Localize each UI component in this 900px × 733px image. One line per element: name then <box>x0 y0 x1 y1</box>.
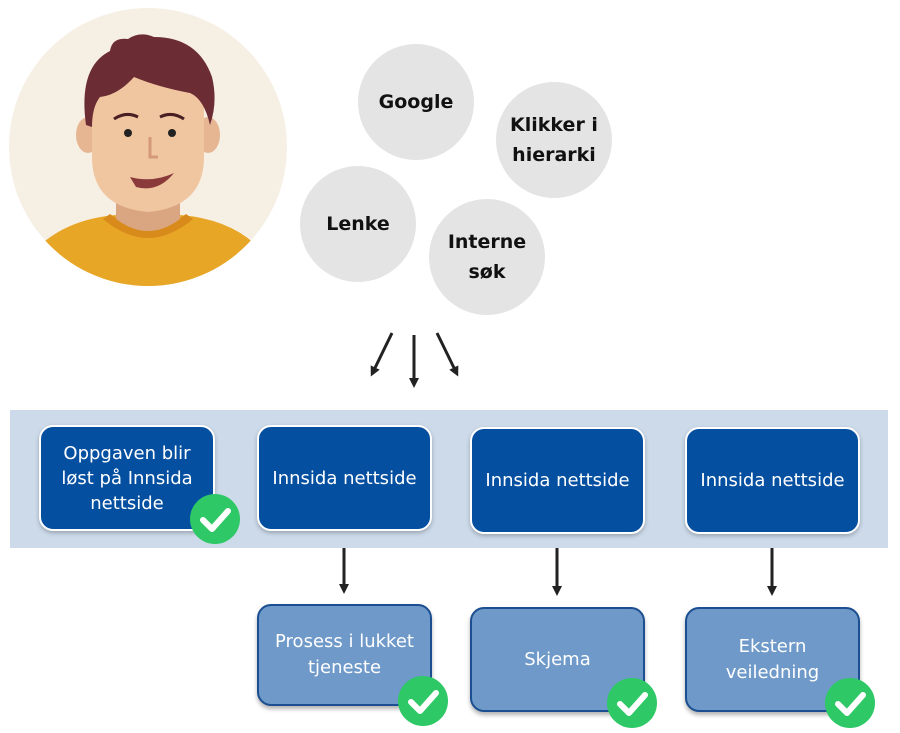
box-prosess-line2: tjeneste <box>307 657 382 678</box>
check-icon <box>190 494 240 544</box>
box-task-solved: Oppgaven blir løst på Innsida nettside <box>39 425 215 531</box>
box-skjema-label: Skjema <box>524 648 591 670</box>
box-innsida-page-1-label: Innsida nettside <box>272 467 417 489</box>
method-interne-label-line2: søk <box>468 261 506 283</box>
method-klikker-i-hierarki: Klikker i hierarki <box>496 82 612 198</box>
box-task-solved-line1: Oppgaven blir <box>63 442 191 464</box>
arrow-down-icon <box>370 332 394 377</box>
method-interne-label-line1: Interne <box>447 231 527 253</box>
method-klikker-label-line2: hierarki <box>512 144 596 166</box>
method-google: Google <box>358 44 474 160</box>
method-google-label: Google <box>378 91 454 113</box>
box-task-solved-line3: nettside <box>90 492 164 514</box>
check-icon <box>398 676 448 726</box>
box-innsida-page-2-label: Innsida nettside <box>485 470 630 491</box>
box-prosess-line1: Prosess i lukket <box>275 631 414 652</box>
method-klikker-label-line1: Klikker i <box>510 114 598 136</box>
box-ekstern-line1: Ekstern <box>738 635 807 657</box>
box-innsida-page-2: Innsida nettside <box>470 427 645 534</box>
box-ekstern-line2: veiledning <box>725 661 820 683</box>
method-lenke: Lenke <box>300 166 416 282</box>
check-icon <box>607 678 657 728</box>
check-icon <box>825 678 875 728</box>
box-innsida-page-3: Innsida nettside <box>685 427 860 534</box>
method-interne-sok: Interne søk <box>429 199 545 315</box>
arrow-down-icon <box>435 332 459 377</box>
user-avatar <box>9 8 287 286</box>
box-innsida-page-3-label: Innsida nettside <box>700 470 845 491</box>
box-innsida-page-1: Innsida nettside <box>257 425 432 531</box>
method-lenke-label: Lenke <box>326 213 390 235</box>
box-task-solved-line2: løst på Innsida <box>61 467 193 489</box>
